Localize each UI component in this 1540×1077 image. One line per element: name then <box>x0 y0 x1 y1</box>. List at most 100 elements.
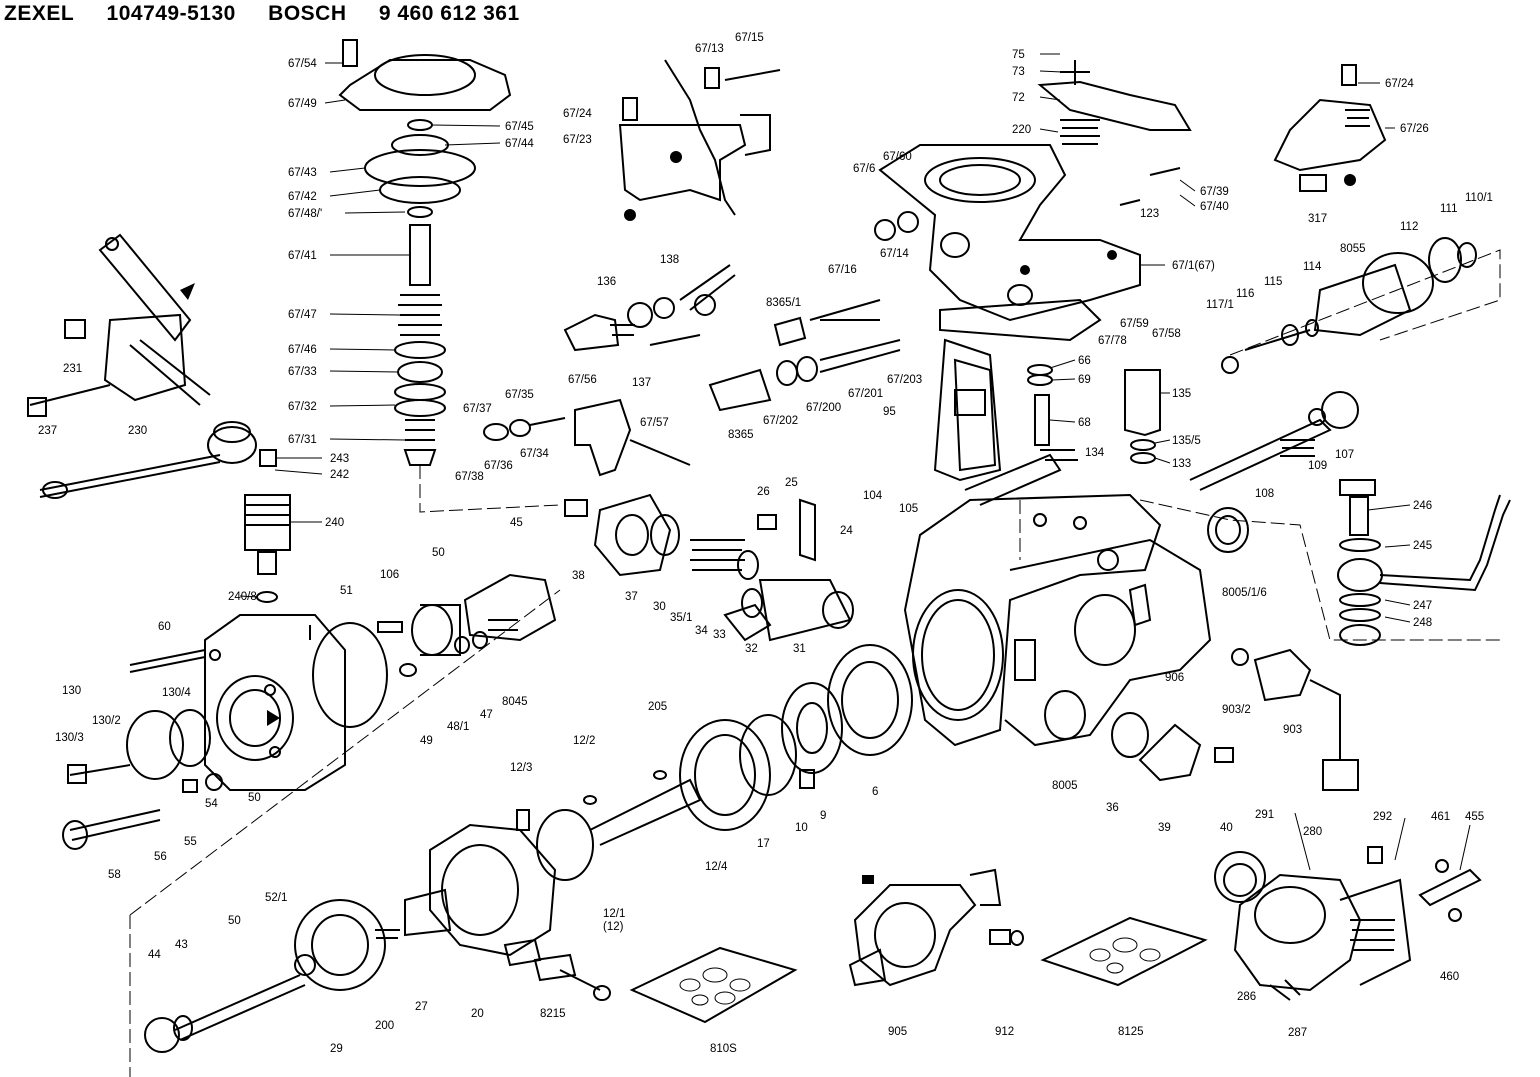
part-label: 220 <box>1012 124 1031 136</box>
part-label: 35/1 <box>670 612 692 624</box>
part-label: 67/13 <box>695 43 724 55</box>
part-label: 67/16 <box>828 264 857 276</box>
part-label: 50 <box>228 915 241 927</box>
part-label: 317 <box>1308 213 1327 225</box>
part-label: 67/32 <box>288 401 317 413</box>
part-label: 461 <box>1431 811 1450 823</box>
part-label: 67/34 <box>520 448 549 460</box>
solenoid-group <box>39 421 291 603</box>
part-label: 26 <box>757 486 770 498</box>
part-label: 67/45 <box>505 121 534 133</box>
part-label: 112 <box>1400 221 1418 233</box>
part-label: 135/5 <box>1172 435 1201 447</box>
part-label: 67/49 <box>288 98 317 110</box>
part-label: 66 <box>1078 355 1091 367</box>
part-label: 133 <box>1172 458 1191 470</box>
part-label: 75 <box>1012 49 1025 61</box>
part-label: 72 <box>1012 92 1025 104</box>
part-label: 8005/1/6 <box>1222 587 1267 599</box>
delivery-valve-group <box>309 573 557 677</box>
maker-number: 104749-5130 <box>106 2 236 25</box>
part-label: 114 <box>1303 261 1322 273</box>
control-block-group <box>933 338 1161 482</box>
part-label: 205 <box>648 701 667 713</box>
part-label: 111 <box>1440 203 1457 215</box>
part-label: 130/3 <box>55 732 84 744</box>
part-label: 116 <box>1236 288 1254 300</box>
part-label: 36 <box>1106 802 1119 814</box>
part-label: 67/14 <box>880 248 909 260</box>
thermo-unit-group <box>1214 846 1482 1001</box>
part-label: 903 <box>1283 724 1302 736</box>
part-label: 67/203 <box>887 374 922 386</box>
pressure-unit-group <box>848 868 1024 987</box>
part-label: 905 <box>888 1026 907 1038</box>
maker-code: ZEXEL <box>4 2 75 25</box>
part-label: 67/1(67) <box>1172 260 1215 272</box>
part-label: 903/2 <box>1222 704 1251 716</box>
part-label: 136 <box>597 276 616 288</box>
part-label: 287 <box>1288 1027 1307 1039</box>
timer-group <box>564 493 854 642</box>
part-label: 67/40 <box>1200 201 1229 213</box>
part-label: 137 <box>632 377 651 389</box>
part-label: 37 <box>625 591 638 603</box>
part-label: 243 <box>330 453 349 465</box>
part-label: 67/6 <box>853 163 875 175</box>
part-label: 69 <box>1078 374 1091 386</box>
part-label: 247 <box>1413 600 1432 612</box>
part-label: 67/31 <box>288 434 317 446</box>
part-label: 56 <box>154 851 167 863</box>
part-label: (12) <box>603 921 624 933</box>
gasket-kit-812s <box>1040 916 1208 987</box>
part-label: 8365 <box>728 429 754 441</box>
part-label: 67/35 <box>505 389 534 401</box>
part-label: 67/24 <box>1385 78 1414 90</box>
part-label: 52/1 <box>265 892 287 904</box>
part-label: 8365/1 <box>766 297 801 309</box>
part-label: 280 <box>1303 826 1322 838</box>
distributor-head-group <box>62 614 388 850</box>
governor-cover-group <box>338 39 561 513</box>
part-label: 40 <box>1220 822 1233 834</box>
oem-number: 9 460 612 361 <box>378 2 520 25</box>
part-label: 12/4 <box>705 861 728 873</box>
part-label: 67/39 <box>1200 186 1229 198</box>
part-label: 912 <box>995 1026 1014 1038</box>
part-label: 20 <box>471 1008 484 1020</box>
part-label: 248 <box>1413 617 1432 629</box>
part-label: 286 <box>1237 991 1256 1003</box>
part-label: 230 <box>128 425 147 437</box>
part-label: 67/56 <box>568 374 597 386</box>
part-label: 67/44 <box>505 138 534 150</box>
part-label: 10 <box>795 822 808 834</box>
governor-housing-group <box>874 60 1192 342</box>
part-label: 115 <box>1264 276 1282 288</box>
part-label: 67/54 <box>288 58 317 70</box>
part-label: 33 <box>713 629 726 641</box>
part-label: 51 <box>340 585 353 597</box>
part-label: 67/38 <box>455 471 484 483</box>
part-label: 49 <box>420 735 433 747</box>
part-label: 12/2 <box>573 735 595 747</box>
part-label: 130 <box>62 685 81 697</box>
rear-assembly-group <box>1111 391 1511 897</box>
part-label: 104 <box>863 490 883 502</box>
part-label: 67/46 <box>288 344 317 356</box>
part-label: 8055 <box>1340 243 1366 255</box>
part-label: 50 <box>248 792 261 804</box>
part-label: 67/43 <box>288 167 317 179</box>
part-label: 135 <box>1172 388 1191 400</box>
part-label: 6 <box>872 786 878 798</box>
part-label: 67/24 <box>563 108 592 120</box>
part-label: 45 <box>510 517 523 529</box>
part-label: 67/23 <box>563 134 592 146</box>
part-label: 240 <box>325 517 344 529</box>
part-label: 240/8 <box>228 591 257 603</box>
part-label: 123 <box>1140 208 1159 220</box>
part-label: 460 <box>1440 971 1459 983</box>
part-label: 67/36 <box>484 460 513 472</box>
part-label: 31 <box>793 643 806 655</box>
leader-lines <box>239 53 1471 871</box>
stop-lever-group <box>483 398 691 477</box>
